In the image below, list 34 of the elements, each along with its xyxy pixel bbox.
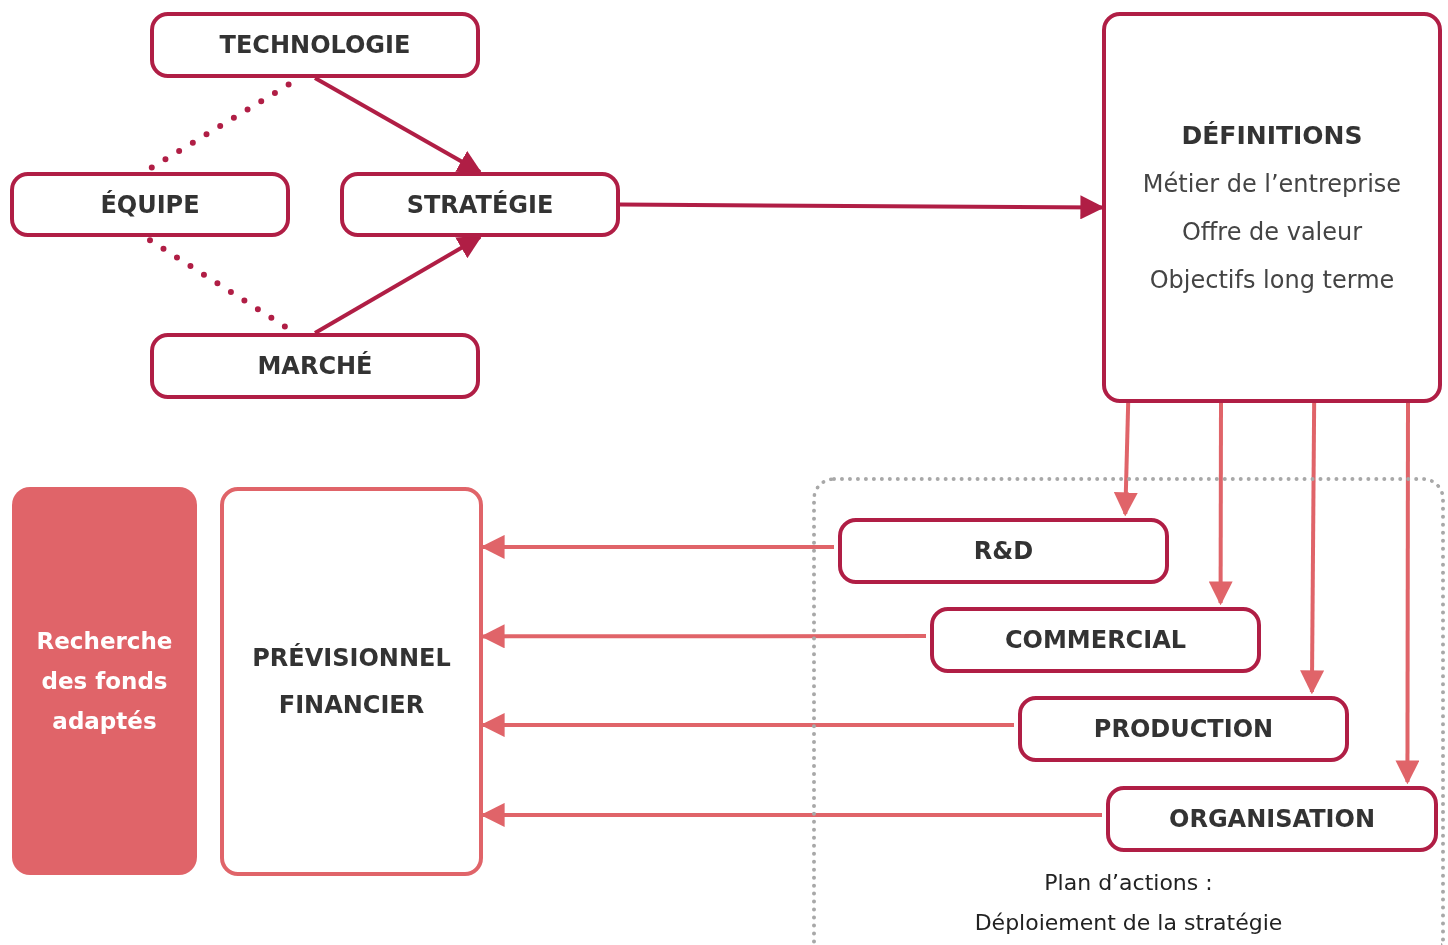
box-text: Objectifs long terme	[1149, 264, 1395, 296]
box-label: Recherche des fonds adaptés	[35, 627, 174, 736]
box-label: ÉQUIPE	[100, 190, 200, 219]
definitions-box	[1102, 12, 1442, 403]
arrow	[1395, 403, 1420, 785]
box-heading: DÉFINITIONS	[1181, 119, 1363, 152]
process-box	[838, 518, 1169, 584]
process-box	[1018, 696, 1349, 762]
process-box	[930, 607, 1261, 673]
box-label: R&D	[973, 537, 1034, 565]
arrow	[1113, 402, 1138, 517]
arrow	[1300, 403, 1325, 695]
box-label: PRÉVISIONNEL FINANCIER	[251, 642, 452, 721]
arrow	[314, 235, 483, 335]
arrow	[314, 76, 483, 174]
forecast-box	[220, 487, 483, 876]
box-label: PRODUCTION	[1093, 715, 1274, 743]
box-label: TECHNOLOGIE	[219, 31, 411, 59]
box-text: Métier de l’entreprise	[1142, 168, 1402, 200]
box-text: Offre de valeur	[1181, 216, 1363, 248]
process-box	[1106, 786, 1438, 852]
box-label: COMMERCIAL	[1004, 626, 1187, 654]
box-label: MARCHÉ	[257, 352, 373, 380]
process-box	[150, 12, 480, 78]
group-caption: Plan d’actions :	[1044, 869, 1213, 897]
process-box	[340, 172, 620, 237]
arrow	[1208, 403, 1233, 606]
process-box	[10, 172, 290, 237]
process-box	[150, 333, 480, 399]
box-label: STRATÉGIE	[406, 190, 554, 219]
group-caption: Déploiement de la stratégie	[974, 909, 1283, 937]
funding-box	[12, 487, 197, 875]
box-label: ORGANISATION	[1169, 805, 1375, 833]
action-plan-group	[812, 477, 1445, 945]
